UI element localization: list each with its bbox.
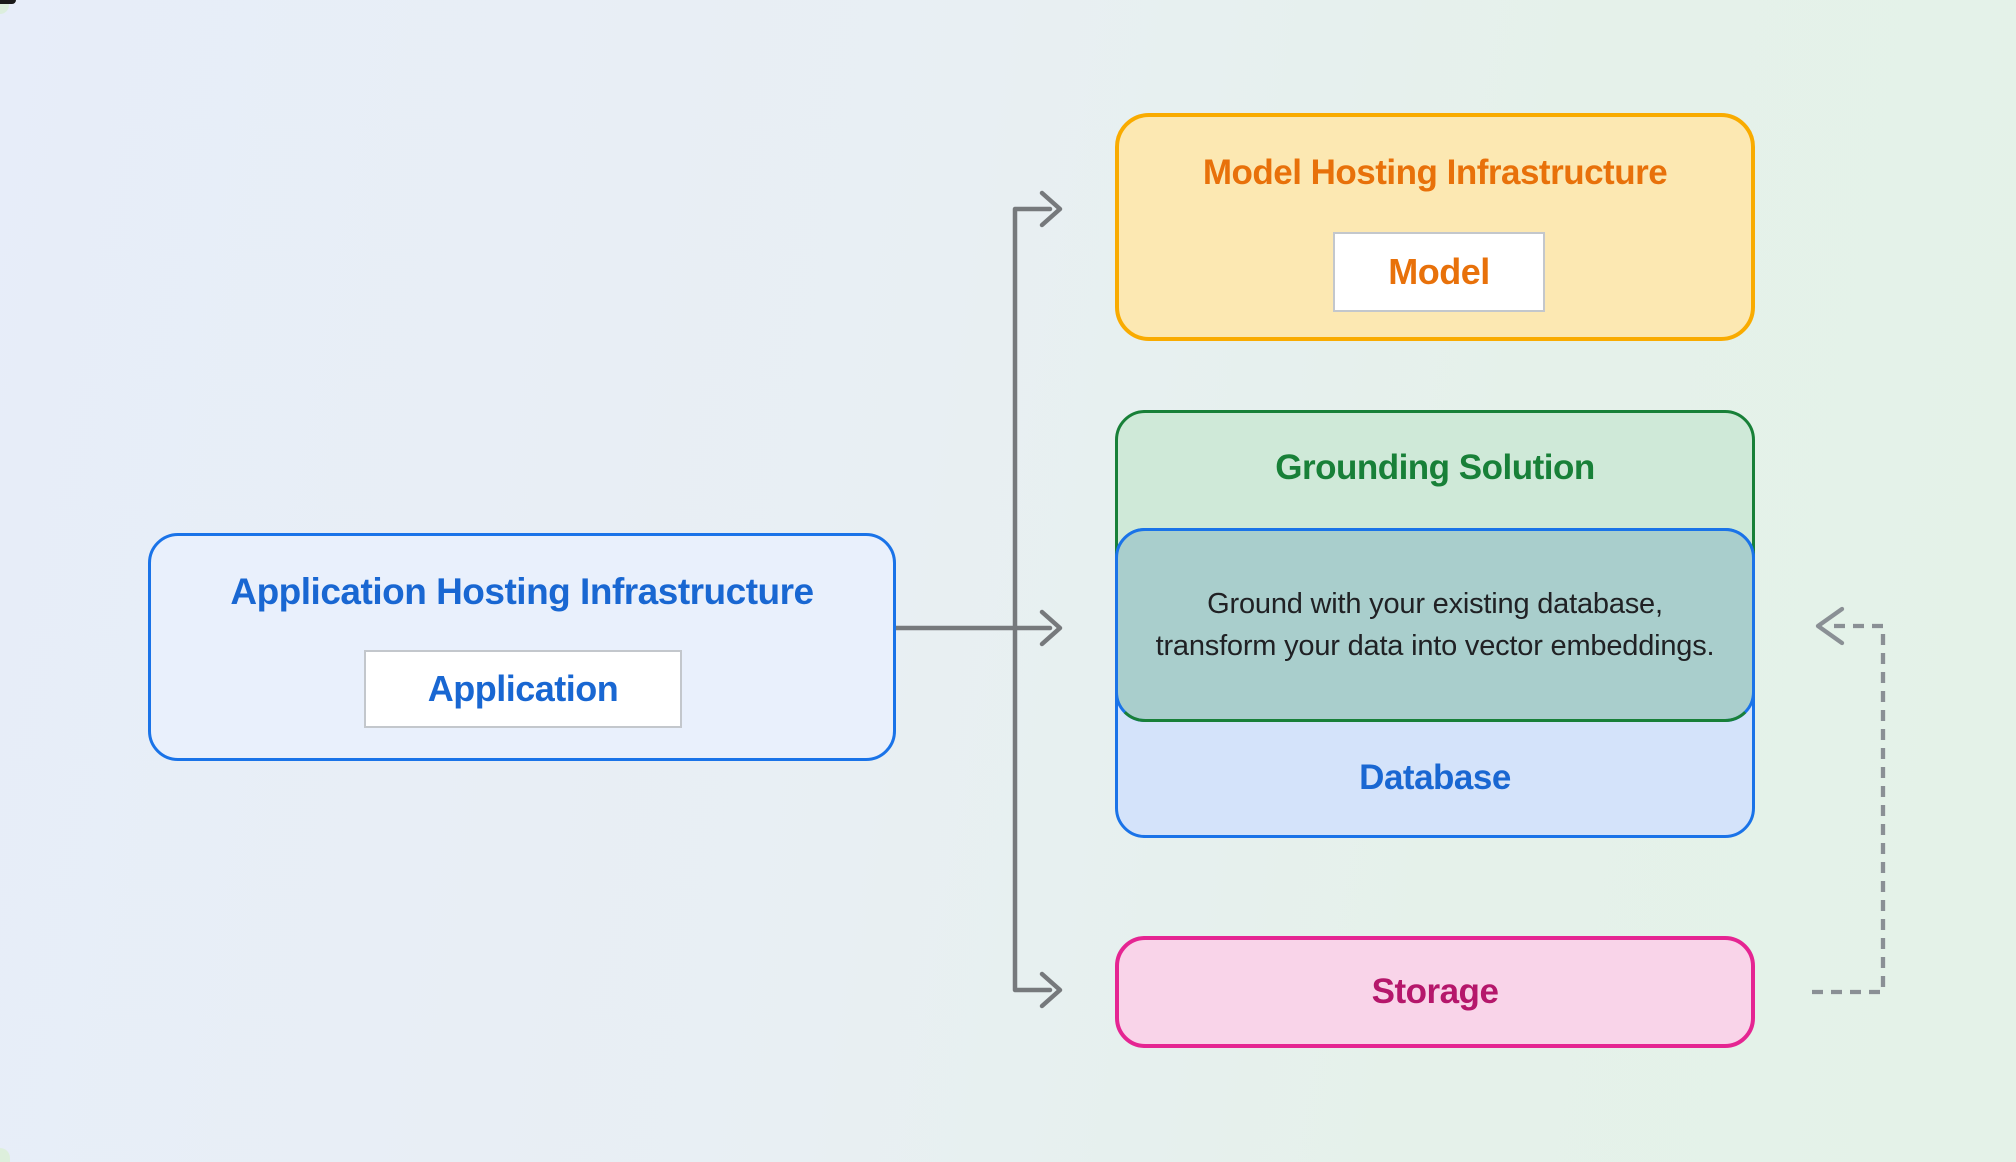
application-hosting-box: Application Hosting Infrastructure Appli… (148, 533, 896, 761)
top-left-corner-artifact (0, 0, 16, 4)
application-chip: Application (364, 650, 682, 728)
dashed-arrowhead-icon (1815, 606, 1845, 646)
storage-label: Storage (1371, 972, 1499, 1011)
model-hosting-box: Model Hosting Infrastructure Model (1115, 113, 1755, 341)
application-hosting-title: Application Hosting Infrastructure (230, 571, 814, 612)
model-hosting-title: Model Hosting Infrastructure (1202, 153, 1668, 192)
grounding-solution-title: Grounding Solution (1275, 448, 1595, 487)
storage-box: Storage (1115, 936, 1755, 1048)
top-left-corner-green-artifact (0, 4, 9, 14)
application-chip-label: Application (427, 668, 619, 709)
grounding-description: Ground with your existing database, tran… (1155, 588, 1715, 662)
grounding-database-overlap: Ground with your existing database, tran… (1115, 528, 1755, 722)
branch-trunk-line (1012, 206, 1053, 993)
solid-connector (893, 190, 1063, 1009)
arrowhead-icon (1039, 971, 1063, 1009)
database-label: Database (1359, 758, 1511, 797)
arrowhead-icon (1039, 190, 1063, 228)
dashed-feedback-connector (1812, 606, 1886, 995)
storage-to-grounding-dashed-line (1812, 623, 1886, 995)
model-chip-label: Model (1388, 251, 1490, 292)
arrowhead-icon (1039, 609, 1063, 647)
model-chip: Model (1333, 232, 1545, 312)
bottom-left-corner-artifact (0, 1148, 10, 1162)
